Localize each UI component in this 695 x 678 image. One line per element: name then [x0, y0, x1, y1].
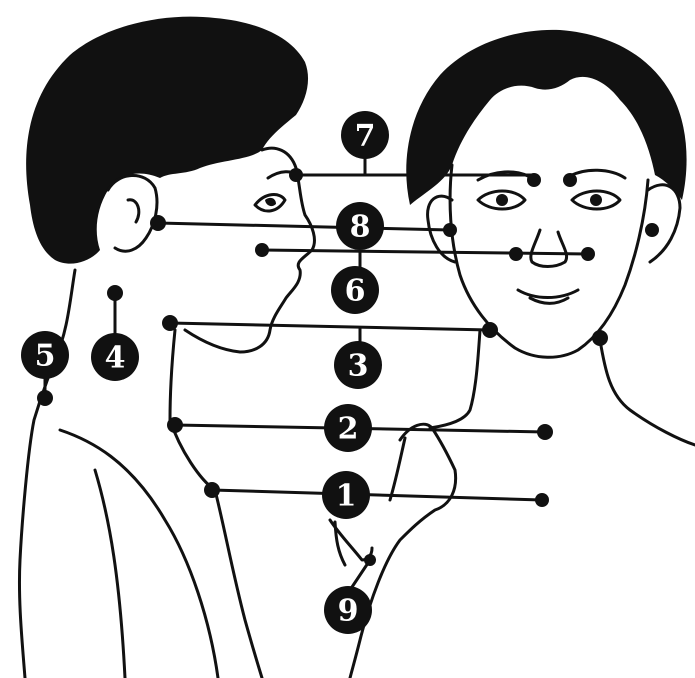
profile-hand: [350, 424, 456, 678]
badge-6-label: 6: [345, 274, 366, 309]
node-dot-8-frontal-right: [645, 223, 659, 237]
badge-9-label: 9: [338, 594, 359, 629]
badge-4-label: 4: [105, 341, 126, 376]
leader-8: [158, 223, 450, 230]
node-dot-2-frontal: [537, 424, 553, 440]
node-dot-8-profile: [150, 215, 166, 231]
node-dot-4: [107, 285, 123, 301]
node-dot-7-frontal-right: [563, 173, 577, 187]
badge-3: 3: [334, 341, 382, 389]
badge-8-label: 8: [350, 210, 371, 245]
frontal-mouth: [518, 290, 578, 298]
node-dot-3-frontal-right: [592, 330, 608, 346]
profile-ear: [108, 175, 157, 251]
node-dot-2-profile: [167, 417, 183, 433]
node-dot-7-profile: [289, 168, 303, 182]
badge-9: 9: [324, 586, 372, 634]
leader-1: [212, 490, 542, 500]
badge-2-label: 2: [338, 412, 359, 447]
frontal-nose: [531, 230, 567, 267]
badge-2: 2: [324, 404, 372, 452]
badge-5: 5: [21, 331, 69, 379]
node-dot-1-profile: [204, 482, 220, 498]
leader-6: [262, 250, 588, 254]
badge-1-label: 1: [336, 479, 357, 514]
node-dot-8-frontal: [443, 223, 457, 237]
badge-6: 6: [331, 266, 379, 314]
badge-7: 7: [341, 111, 389, 159]
node-dot-3-frontal-left: [482, 322, 498, 338]
node-dot-6-frontal-left: [509, 247, 523, 261]
frontal-hair: [406, 30, 686, 205]
frontal-figure: [406, 30, 695, 445]
badge-5-label: 5: [35, 339, 56, 374]
badge-4: 4: [91, 333, 139, 381]
node-dot-9: [364, 554, 376, 566]
node-dot-5: [37, 390, 53, 406]
node-dot-1-frontal: [535, 493, 549, 507]
badge-3-label: 3: [348, 349, 369, 384]
badge-1: 1: [322, 471, 370, 519]
badge-7-label: 7: [355, 119, 376, 154]
profile-chest: [170, 330, 262, 678]
node-dot-6-frontal-right: [581, 247, 595, 261]
node-dot-7-frontal-left: [527, 173, 541, 187]
badge-8: 8: [336, 202, 384, 250]
node-dot-6-profile: [255, 243, 269, 257]
leader-3: [170, 323, 490, 330]
node-dot-3-profile: [162, 315, 178, 331]
profile-figure: [19, 17, 455, 678]
